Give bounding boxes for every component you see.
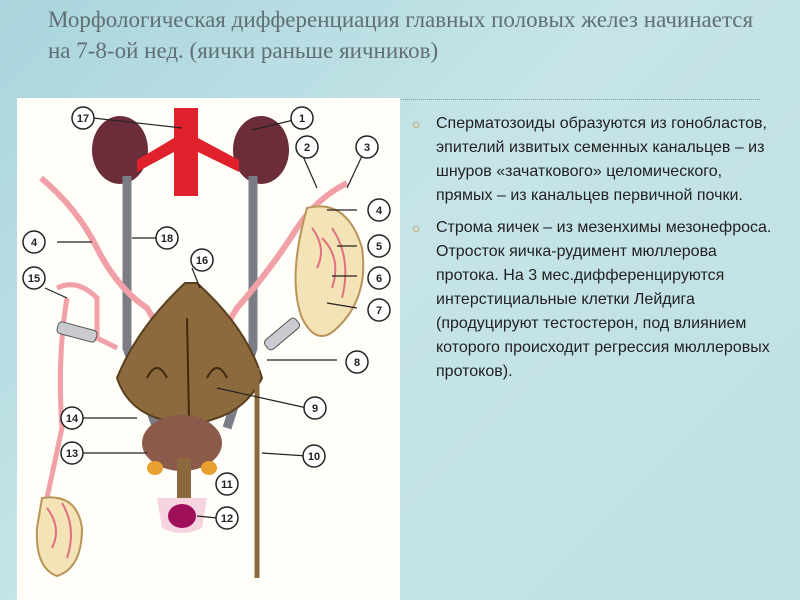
slide-title: Морфологическая дифференциация главных п… (48, 4, 768, 66)
right-kidney (233, 116, 289, 184)
right-renal-artery (198, 138, 239, 172)
callout-label: 6 (376, 273, 382, 285)
callout-label: 17 (77, 113, 89, 125)
callout-label: 18 (161, 233, 173, 245)
callout-label: 4 (376, 205, 383, 217)
callout-label: 1 (299, 113, 305, 125)
callout-label: 14 (66, 413, 79, 425)
callout-label: 12 (221, 513, 233, 525)
callout-label: 10 (308, 451, 320, 463)
bullet-text: Строма яичек – из мезенхимы мезонефроса.… (436, 219, 771, 380)
callout-label: 11 (221, 479, 233, 491)
bullet-item: ○ Строма яичек – из мезенхимы мезонефрос… (412, 216, 772, 384)
bulbourethral-gland-right (201, 461, 217, 475)
callout-label: 5 (376, 241, 382, 253)
left-kidney (92, 116, 148, 184)
hollow-circle-bullet-icon: ○ (412, 216, 420, 240)
aorta (174, 108, 198, 196)
bullet-list: ○ Сперматозоиды образуются из гонобласто… (412, 112, 772, 392)
callout-label: 3 (364, 142, 370, 154)
callout-label: 2 (304, 142, 310, 154)
callout-label: 16 (196, 255, 208, 267)
callout-label: 8 (354, 357, 360, 369)
callout-label: 9 (312, 403, 318, 415)
right-sheath (263, 317, 301, 352)
left-testis (37, 497, 82, 576)
callout-label: 4 (31, 237, 38, 249)
right-testis (296, 206, 364, 336)
callout-label: 13 (66, 448, 78, 460)
bullet-text: Сперматозоиды образуются из гонобластов,… (436, 115, 767, 204)
callout-label: 15 (28, 273, 40, 285)
hollow-circle-bullet-icon: ○ (412, 112, 420, 136)
urogenital-diagram: 17 1 2 3 4 4 5 6 7 8 9 10 11 12 13 14 15… (17, 98, 400, 600)
bulbourethral-gland-left (147, 461, 163, 475)
callout-label: 7 (376, 305, 382, 317)
urethral-opening (168, 504, 196, 528)
anatomy-figure: 17 1 2 3 4 4 5 6 7 8 9 10 11 12 13 14 15… (17, 98, 400, 600)
bullet-item: ○ Сперматозоиды образуются из гонобласто… (412, 112, 772, 208)
